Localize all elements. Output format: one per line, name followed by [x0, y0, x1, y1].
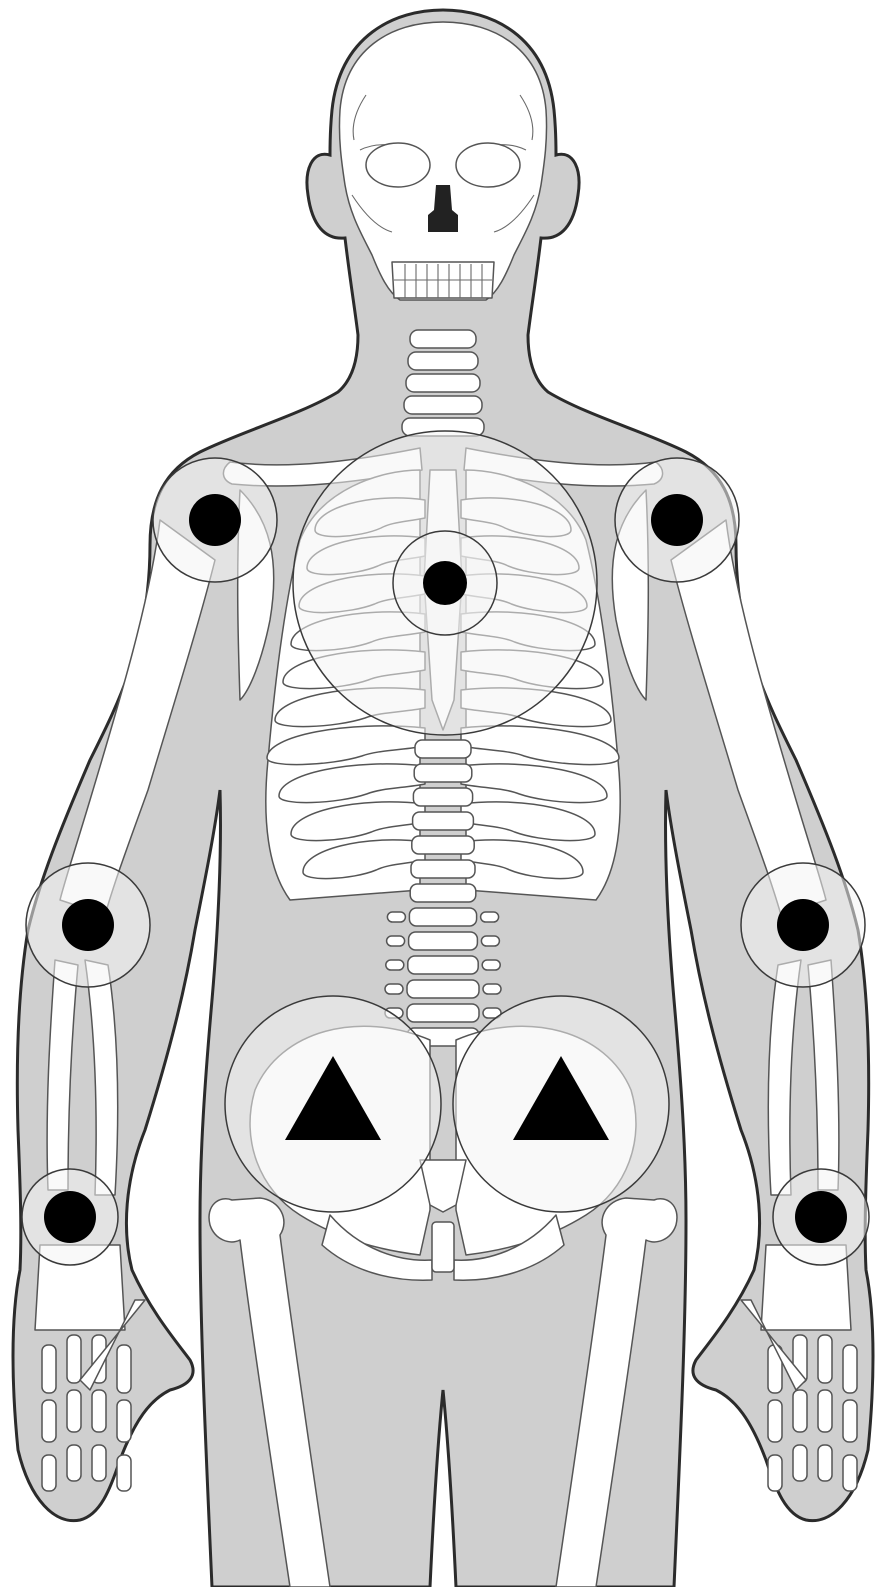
vertebra	[409, 932, 478, 950]
transverse-process	[481, 912, 499, 922]
right-shoulder-circle-marker	[189, 494, 241, 546]
vertebra	[412, 836, 474, 854]
phalanx	[768, 1400, 782, 1442]
phalanx	[117, 1345, 131, 1393]
phalanx	[843, 1455, 857, 1491]
phalanx	[793, 1390, 807, 1432]
phalanx	[67, 1390, 81, 1432]
phalanx	[843, 1345, 857, 1393]
transverse-process	[483, 984, 501, 994]
transverse-process	[482, 960, 500, 970]
phalanx	[818, 1390, 832, 1432]
transverse-process	[387, 912, 405, 922]
phalanx	[67, 1335, 81, 1383]
vertebra	[407, 980, 479, 998]
vertebra	[415, 740, 471, 758]
cervical-spine	[402, 330, 484, 436]
vertebra	[410, 884, 476, 902]
phalanx	[67, 1445, 81, 1481]
vertebra	[411, 860, 475, 878]
phalanx	[843, 1400, 857, 1442]
phalanx	[117, 1400, 131, 1442]
phalanx	[793, 1445, 807, 1481]
vertebra	[413, 812, 474, 830]
phalanx	[768, 1455, 782, 1491]
vertebra	[407, 1004, 479, 1022]
transverse-process	[481, 936, 499, 946]
right-wrist-circle-marker	[44, 1191, 96, 1243]
phalanx	[42, 1400, 56, 1442]
phalanx	[818, 1335, 832, 1383]
right-elbow-circle-marker	[62, 899, 114, 951]
transverse-process	[385, 984, 403, 994]
left-shoulder-circle-marker	[651, 494, 703, 546]
vertebra	[409, 908, 476, 926]
vertebra	[414, 764, 472, 782]
vertebra	[408, 956, 478, 974]
left-elbow-circle-marker	[777, 899, 829, 951]
phalanx	[42, 1345, 56, 1393]
transverse-process	[386, 960, 404, 970]
phalanx	[92, 1390, 106, 1432]
transverse-process	[387, 936, 405, 946]
phalanx	[92, 1445, 106, 1481]
sternum-circle-marker	[423, 561, 467, 605]
vertebra	[413, 788, 472, 806]
phalanx	[42, 1455, 56, 1491]
phalanx	[117, 1455, 131, 1491]
phalanx	[818, 1445, 832, 1481]
left-wrist-circle-marker	[795, 1191, 847, 1243]
